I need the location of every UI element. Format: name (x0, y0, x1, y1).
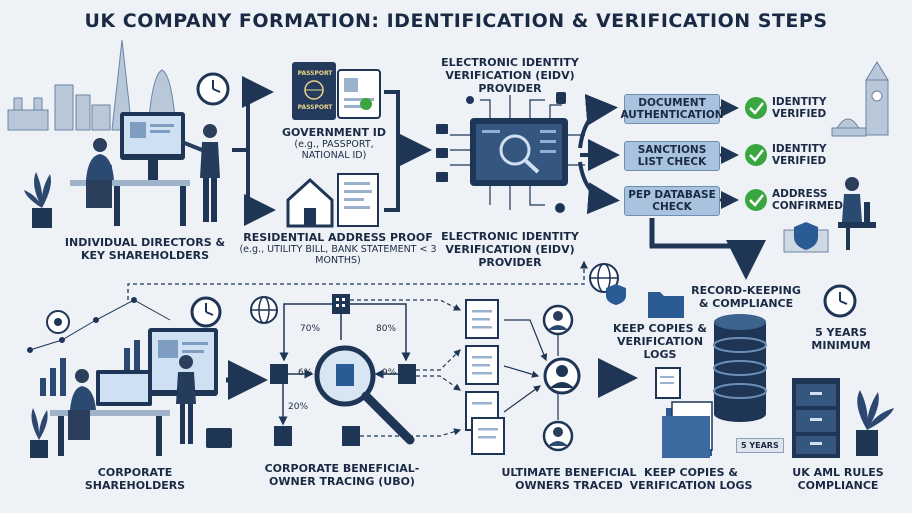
eidv-small-icons (436, 92, 566, 213)
london-skyline-right (831, 61, 889, 137)
uk-aml-compliance-label: UK AML RULES COMPLIANCE (792, 466, 884, 492)
document-icons (465, 299, 505, 455)
london-skyline-left (7, 39, 177, 131)
corporate-shareholders-label: CORPORATE SHAREHOLDERS (84, 466, 186, 492)
result-identity-verified-2: IDENTITY VERIFIED (772, 143, 827, 167)
folder-icon (648, 292, 684, 318)
five-years-tag: 5 YEARS (736, 438, 784, 453)
directors-office-scene (70, 112, 220, 226)
globe-icon-left (250, 296, 278, 324)
file-stack-icon (662, 401, 713, 458)
check-circle-icon-3 (745, 189, 767, 211)
keep-copies-label-top: KEEP COPIES & VERIFICATION LOGS (613, 322, 707, 361)
network-decoration (27, 297, 171, 353)
ubo-traced-label: ULTIMATE BENEFICIAL OWNERS TRACED (501, 466, 637, 492)
percent-label-3: 6% (298, 368, 313, 378)
directors-label: INDIVIDUAL DIRECTORS & KEY SHAREHOLDERS (64, 236, 226, 262)
percent-label-5: 20% (288, 402, 309, 412)
filing-cabinet-icon (792, 378, 840, 458)
eidv-provider-label-top: ELECTRONIC IDENTITY VERIFICATION (eIDV) … (441, 56, 579, 95)
ubo-tracing-label: CORPORATE BENEFICIAL-OWNER TRACING (UBO) (264, 462, 420, 488)
passport-text-top: PASSPORT (297, 70, 333, 77)
bar-chart-decoration (40, 340, 140, 396)
passport-icon (292, 62, 336, 120)
building-icon-top-ubo (336, 298, 345, 307)
ubo-tracing-tree (270, 294, 416, 446)
eidv-provider-label-bottom: ELECTRONIC IDENTITY VERIFICATION (eIDV) … (441, 230, 579, 269)
document-icon-small (655, 367, 681, 399)
utility-bill-icon (337, 173, 379, 227)
aperture-icon (46, 310, 70, 334)
result-identity-verified-1: IDENTITY VERIFIED (772, 96, 827, 120)
result-address-confirmed: ADDRESS CONFIRMED (772, 188, 843, 212)
percent-label-1: 70% (300, 324, 321, 334)
ubo-doc-links (350, 299, 462, 437)
record-keeping-label: RECORD-KEEPING & COMPLIANCE (691, 284, 801, 310)
address-proof-sub: (e.g., UTILITY BILL, BANK STATEMENT < 3 … (239, 244, 437, 266)
check-circle-icon-1 (745, 97, 767, 119)
corporate-office-scene (50, 328, 232, 456)
clock-icon-top (196, 72, 230, 106)
plant-icon-bottom-right (856, 390, 894, 456)
globe-icon-right (589, 263, 626, 305)
house-icon (286, 177, 334, 228)
clock-icon-right (823, 284, 857, 318)
woman-with-phone-scene (838, 177, 876, 250)
eidv-screen-icon (470, 118, 568, 186)
check-pep-database: PEP DATABASE CHECK (624, 186, 720, 216)
check-document-authentication: DOCUMENT AUTHENTICATION (620, 94, 724, 124)
plant-icon-bottom-left (30, 408, 48, 458)
database-icon (713, 314, 767, 422)
five-years-minimum-label: 5 YEARS MINIMUM (811, 326, 871, 352)
government-id-label: GOVERNMENT ID (e.g., PASSPORT, NATIONAL … (272, 126, 396, 161)
id-card-icon (337, 69, 381, 119)
passport-text-bottom: PASSPORT (297, 104, 333, 111)
address-proof-title: RESIDENTIAL ADDRESS PROOF (243, 231, 433, 244)
check-circle-icon-2 (745, 144, 767, 166)
percent-label-4: 9% (382, 368, 397, 378)
percent-label-2: 80% (376, 324, 397, 334)
check-sanctions-list: SANCTIONS LIST CHECK (624, 141, 720, 171)
government-id-title: GOVERNMENT ID (281, 126, 386, 139)
address-proof-label: RESIDENTIAL ADDRESS PROOF (e.g., UTILITY… (238, 231, 438, 266)
shield-check-icon (783, 222, 829, 253)
page-title: UK COMPANY FORMATION: IDENTIFICATION & V… (84, 10, 828, 32)
keep-copies-label-bottom: KEEP COPIES & VERIFICATION LOGS (629, 466, 753, 492)
clock-icon-bottom-left (190, 296, 222, 328)
owner-avatar-icons (542, 304, 581, 452)
plant-icon-left (24, 172, 52, 228)
government-id-sub: (e.g., PASSPORT, NATIONAL ID) (294, 139, 374, 161)
